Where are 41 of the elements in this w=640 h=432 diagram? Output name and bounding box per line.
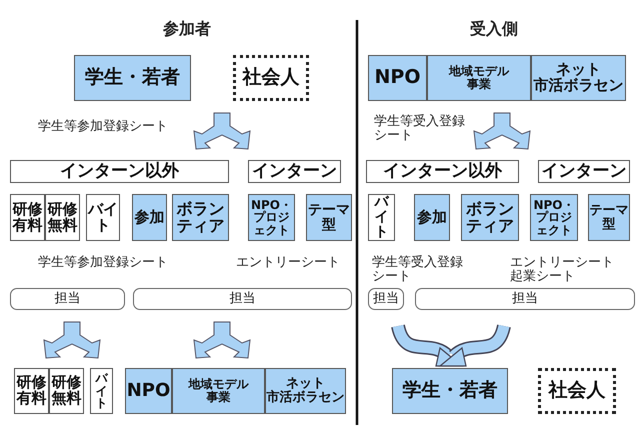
category-box: インターン以外 xyxy=(10,160,229,183)
category-box: インターン xyxy=(248,160,341,183)
panel-heading: 受入側 xyxy=(470,20,518,38)
org-box: ネット市活ボラセン xyxy=(531,55,626,101)
staff-box: 担当 xyxy=(368,288,404,310)
activity-box: ボランティア xyxy=(461,194,519,241)
activity-box: バイト xyxy=(90,368,113,414)
activity-box: 研修有料 xyxy=(10,194,45,241)
category-box: インターン xyxy=(538,160,630,183)
person-box: 社会人 xyxy=(538,368,616,414)
org-box: 地域モデル事業 xyxy=(427,55,531,101)
person-box: 社会人 xyxy=(233,55,309,101)
activity-box: 研修無料 xyxy=(45,194,80,241)
form-label: 学生等参加登録シート xyxy=(38,120,168,134)
activity-box: ボランティア xyxy=(172,194,229,241)
activity-box: NPO・プロジェクト xyxy=(248,194,295,241)
form-label: 学生等受入登録シート xyxy=(374,115,465,144)
panel-heading: 参加者 xyxy=(163,20,211,38)
person-box: 学生・若者 xyxy=(74,55,191,101)
activity-box: バイト xyxy=(86,194,120,241)
staff-box: 担当 xyxy=(133,288,352,310)
activity-box: バイト xyxy=(368,194,395,241)
category-box: インターン以外 xyxy=(366,160,519,183)
activity-box: 参加 xyxy=(414,194,450,241)
org-box: ネット市活ボラセン xyxy=(265,368,346,414)
activity-box: 参加 xyxy=(132,194,167,241)
staff-box: 担当 xyxy=(10,288,125,310)
form-label: 学生等受入登録シート xyxy=(372,256,463,285)
activity-box: テーマ型 xyxy=(588,194,630,241)
form-label: 起業シート xyxy=(510,270,575,284)
activity-box: 研修有料 xyxy=(14,368,49,414)
staff-box: 担当 xyxy=(415,288,635,310)
org-box: 地域モデル事業 xyxy=(172,368,265,414)
form-label: エントリーシート xyxy=(236,256,340,270)
org-box: NPO xyxy=(125,368,172,414)
activity-box: 研修無料 xyxy=(49,368,84,414)
form-label: 学生等参加登録シート xyxy=(38,256,168,270)
form-label: エントリーシート xyxy=(510,256,614,270)
activity-box: NPO・プロジェクト xyxy=(530,194,578,241)
org-box: NPO xyxy=(368,55,427,101)
activity-box: テーマ型 xyxy=(306,194,352,241)
